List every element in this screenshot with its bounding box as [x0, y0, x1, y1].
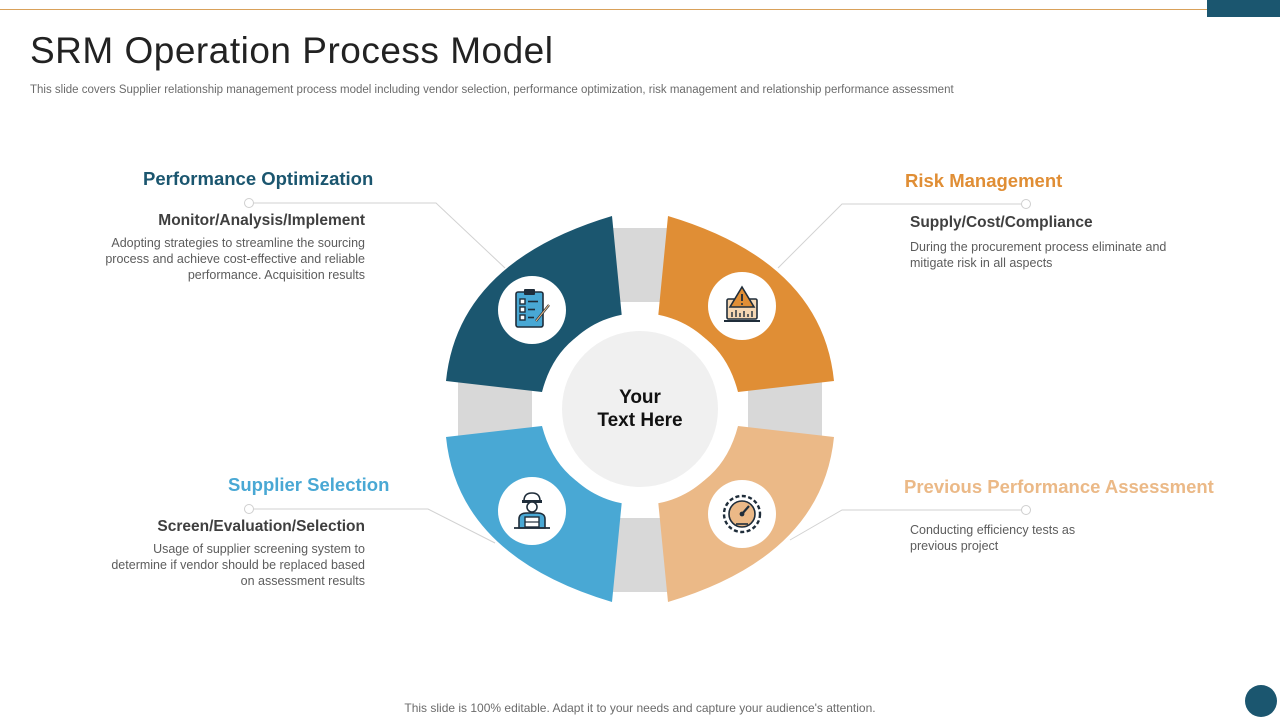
risk-management-subheading: Supply/Cost/Compliance: [910, 214, 1093, 231]
connector-line-supplier: [250, 508, 496, 544]
performance-optimization-text: Monitor/Analysis/Implement Adopting stra…: [95, 212, 365, 283]
speedometer-icon: [722, 494, 762, 534]
previous-performance-description: Conducting efficiency tests as previous …: [910, 523, 1076, 553]
connector-line-performance: [250, 202, 506, 269]
previous-performance-text: Conducting efficiency tests as previous …: [910, 522, 1100, 554]
performance-optimization-block: Performance Optimization: [143, 168, 373, 190]
corner-accent-dot: [1245, 685, 1277, 717]
connector-line-risk: [777, 203, 1026, 269]
ring-connector-top: [612, 228, 668, 302]
supplier-selection-subheading: Screen/Evaluation/Selection: [157, 518, 365, 535]
supplier-selection-heading: Supplier Selection: [228, 474, 390, 495]
center-disc: [562, 331, 718, 487]
performance-optimization-subheading: Monitor/Analysis/Implement: [158, 212, 365, 229]
warning-chart-icon: [724, 285, 760, 322]
risk-management-block: Risk Management: [905, 170, 1062, 192]
top-rule: [0, 9, 1208, 10]
page-subtitle: This slide covers Supplier relationship …: [30, 84, 954, 96]
connector-line-previous: [789, 509, 1026, 541]
supplier-selection-block: Supplier Selection: [228, 474, 389, 496]
worker-icon: [514, 492, 550, 529]
checklist-icon-holder: [498, 276, 566, 344]
warning-chart-icon-holder: [708, 272, 776, 340]
connector-dot-risk: [1021, 199, 1031, 209]
page-title: SRM Operation Process Model: [30, 30, 554, 71]
worker-icon-holder: [498, 477, 566, 545]
connector-dot-performance: [244, 198, 254, 208]
ring-connector-right: [748, 381, 822, 437]
center-text: Your Text Here: [562, 386, 718, 432]
connector-dot-supplier: [244, 504, 254, 514]
footer-note: This slide is 100% editable. Adapt it to…: [404, 701, 876, 715]
performance-optimization-description: Adopting strategies to streamline the so…: [105, 236, 365, 282]
checklist-icon: [515, 289, 550, 328]
risk-management-description: During the procurement process eliminate…: [910, 240, 1167, 270]
top-accent-tab: [1207, 0, 1280, 17]
speedometer-icon-holder: [708, 480, 776, 548]
center-text-line-1: Your: [619, 387, 661, 408]
supplier-selection-text: Screen/Evaluation/Selection Usage of sup…: [95, 518, 365, 589]
previous-performance-block: Previous Performance Assessment: [904, 476, 1214, 498]
ring-connector-left: [458, 381, 532, 437]
supplier-selection-description: Usage of supplier screening system to de…: [111, 542, 365, 588]
previous-performance-heading: Previous Performance Assessment: [904, 476, 1214, 497]
performance-optimization-heading: Performance Optimization: [143, 168, 374, 189]
center-text-line-2: Text Here: [597, 410, 683, 431]
ring-connector-bottom: [612, 518, 668, 592]
risk-management-text: Supply/Cost/Compliance During the procur…: [910, 214, 1185, 271]
connector-dot-previous: [1021, 505, 1031, 515]
risk-management-heading: Risk Management: [905, 170, 1063, 191]
